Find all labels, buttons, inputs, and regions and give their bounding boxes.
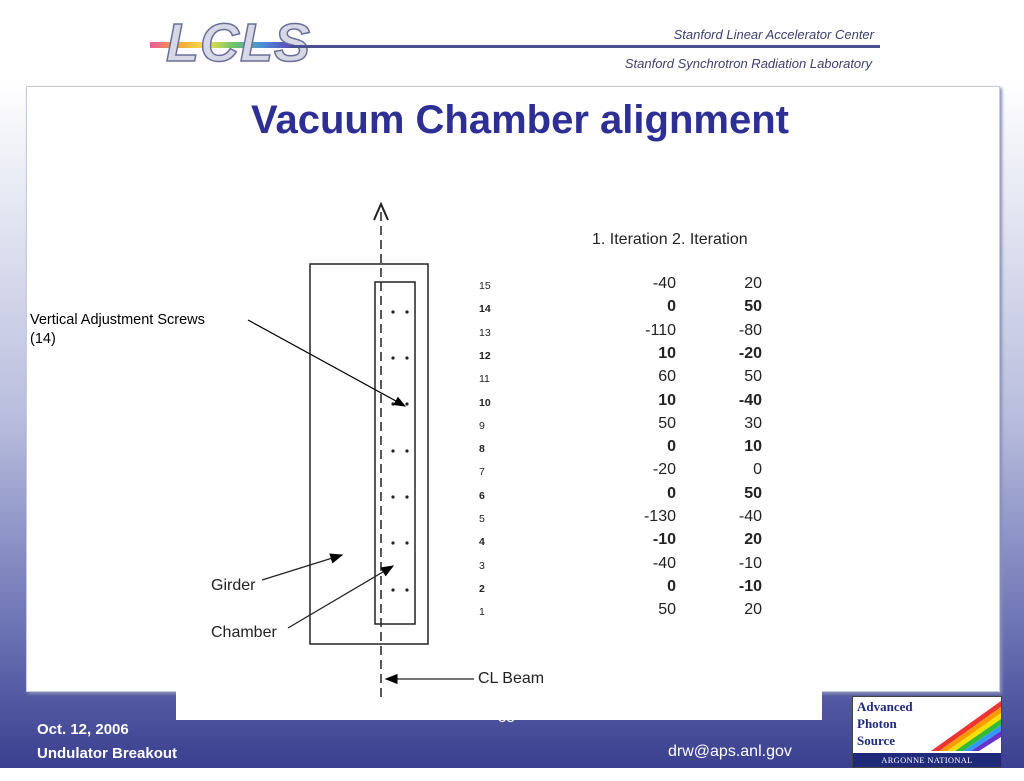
figure-extension [176,688,822,720]
chamber-label: Chamber [211,624,277,641]
iteration-2-value: -80 [738,321,762,339]
screw-number: 14 [479,303,491,316]
aps-line-1: Advanced [857,699,913,714]
iteration-1-value: 50 [658,601,676,619]
screw-number: 12 [479,349,491,362]
footer-left: Oct. 12, 2006 Undulator Breakout [37,718,177,766]
screw-number: 8 [479,443,485,456]
iteration-1-value: 0 [667,484,676,502]
screw-number: 2 [479,582,485,595]
iteration-2-value: -10 [738,554,762,572]
screw-number: 5 [479,513,485,525]
screw-number: 4 [479,536,485,549]
header-banner: LCLS Stanford Linear Accelerator Center … [0,0,1024,82]
org-line-2: Stanford Synchrotron Radiation Laborator… [624,56,872,71]
slide-title: Vacuum Chamber alignment [251,98,789,142]
aps-rainbow-icon [931,701,1001,751]
iteration-2-value: 30 [744,414,762,432]
iteration-2-value: 50 [744,368,762,386]
table-header: 1. Iteration 2. Iteration [592,231,748,248]
footer-author: Dean R. Walters [670,706,780,723]
footer-email: drw@aps.anl.gov [668,743,792,760]
iteration-2-value: 20 [744,531,762,549]
iteration-1-value: 10 [658,391,676,409]
screw-number: 1 [479,606,485,619]
iteration-1-value: 0 [667,438,676,456]
screw-number: 7 [479,466,485,479]
screw-number: 6 [479,489,485,502]
callout-line-2: (14) [30,331,56,347]
logo-text: LCLS [165,12,311,74]
iteration-2-value: 20 [744,601,762,619]
iteration-1-value: -10 [652,531,676,549]
screw-number: 10 [479,396,491,409]
iteration-1-value: 50 [658,414,676,432]
iteration-1-value: -110 [645,321,676,339]
aps-line-3: Source [857,733,896,748]
org-line-1: Stanford Linear Accelerator Center [673,27,874,42]
aps-logo: Advanced Photon Source ARGONNE NATIONAL … [852,696,1002,779]
iteration-1-value: 0 [667,577,676,595]
iteration-1-value: -20 [652,461,676,479]
iteration-1-value: -40 [652,275,676,292]
screw-number: 15 [479,280,491,292]
iteration-2-value: -20 [738,344,762,362]
slide-number: 38 [498,709,515,726]
footer-date: Oct. 12, 2006 [37,721,129,738]
content-panel [26,86,1000,692]
iteration-2-value: -10 [738,577,762,595]
aps-line-2: Photon [857,716,897,731]
beam-label: CL Beam [478,670,545,687]
screw-number: 3 [479,559,485,572]
logo-rainbow-stripe [150,42,290,48]
girder-label: Girder [211,577,256,594]
footer-event: Undulator Breakout [37,745,178,762]
iteration-2-value: -40 [738,508,762,525]
iteration-2-value: 50 [744,484,762,502]
iteration-2-value: -40 [738,391,762,409]
callout-line-1: Vertical Adjustment Screws [30,312,205,328]
screw-number: 11 [479,373,490,386]
iteration-1-value: 0 [667,298,676,316]
iteration-1-value: -40 [652,554,676,572]
header-rule [290,45,880,48]
iteration-1-value: -130 [643,508,676,525]
iteration-2-value: 50 [744,298,762,316]
aps-lab-name: ARGONNE NATIONAL LABORATORY [853,753,1001,779]
iteration-2-value: 10 [744,438,762,456]
lcls-logo: LCLS [150,8,311,74]
iteration-1-value: 60 [658,368,676,386]
screws-callout: Vertical Adjustment Screws (14) [30,311,205,349]
iteration-1-value: 10 [658,344,676,362]
iteration-2-value: 0 [753,461,762,479]
screw-number: 13 [479,326,491,339]
screw-number: 9 [479,419,485,432]
iteration-2-value: 20 [744,275,762,292]
